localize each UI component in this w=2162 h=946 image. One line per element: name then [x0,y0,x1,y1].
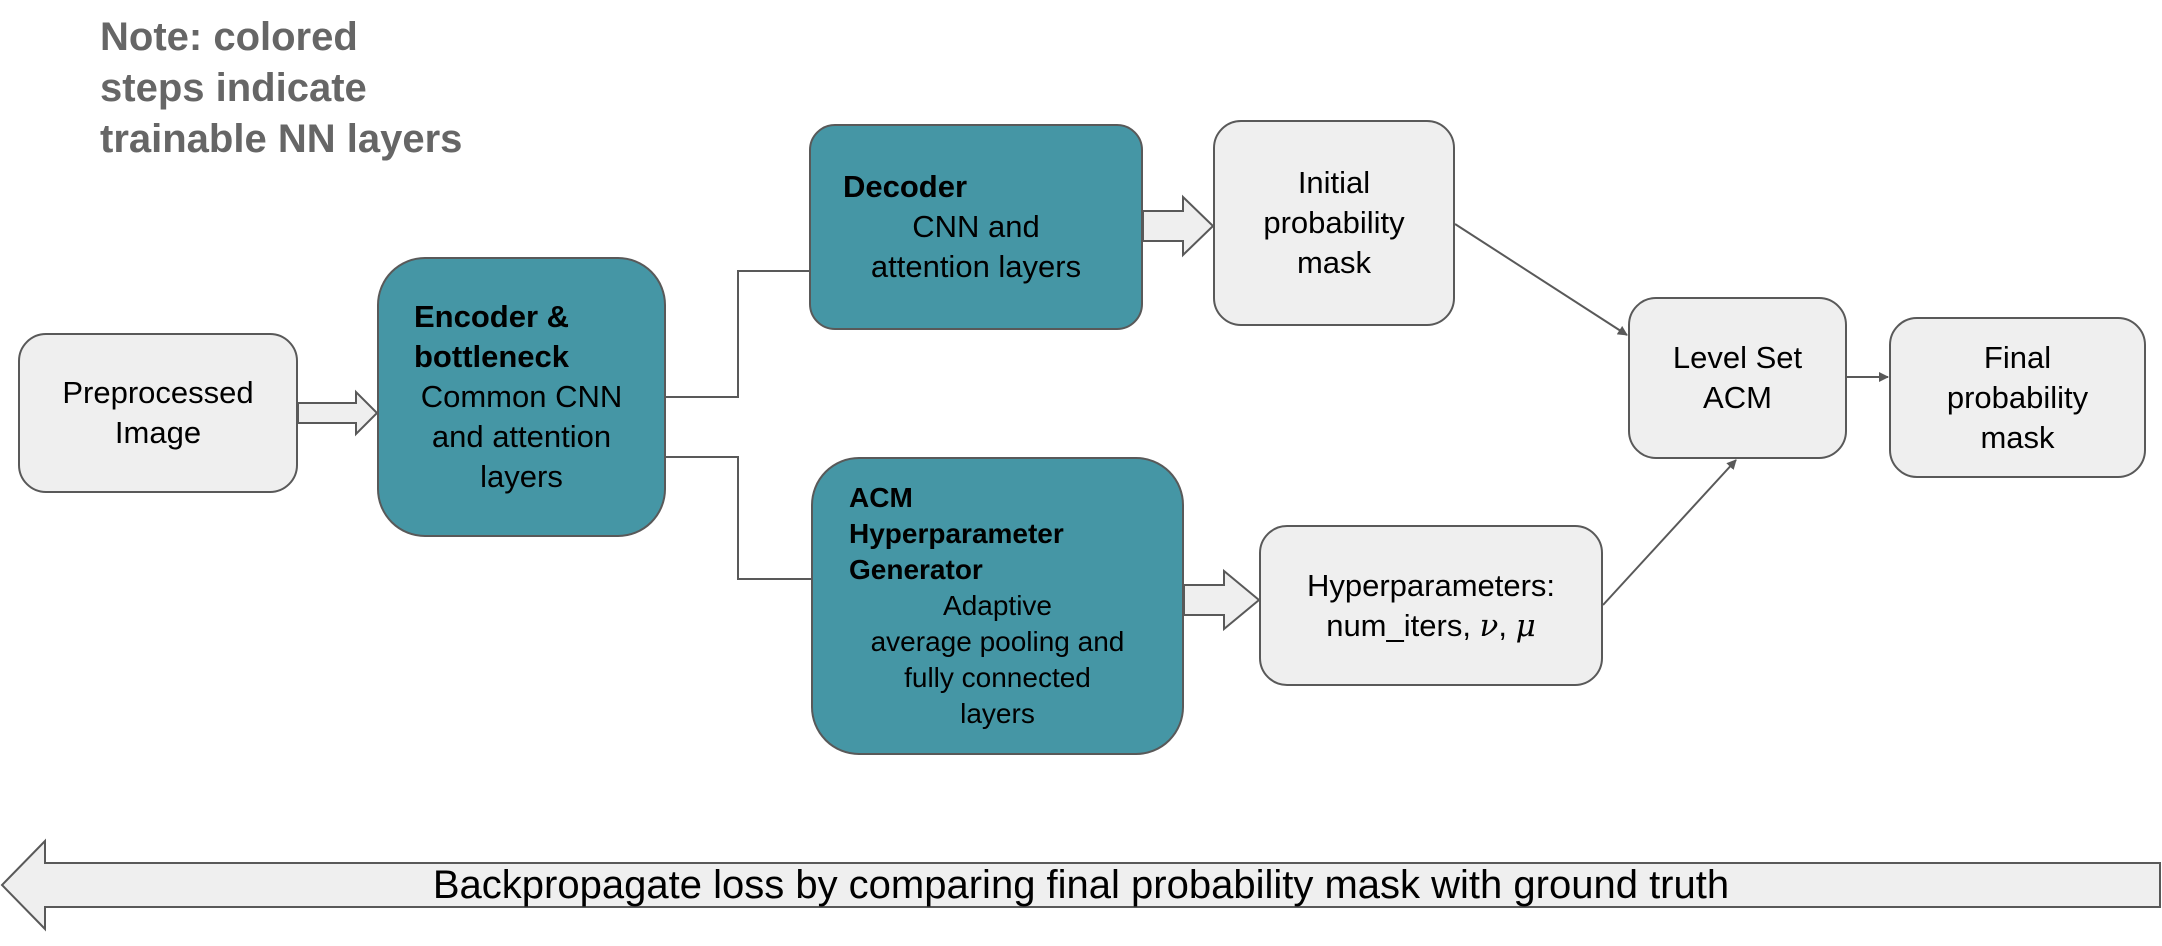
arrow-hyp-to-levelset [1602,459,1737,606]
note-line: Note: colored [100,15,358,59]
block-arrow-gen-to-hyp [1183,568,1261,632]
box-label: ACM [1703,380,1772,415]
box-title: Encoder & [414,299,570,334]
box-label: average pooling and [870,626,1125,657]
box-label: Adaptive [943,590,1052,621]
mu-symbol: μ [1515,607,1536,644]
box-label: probability [1263,205,1405,240]
param-sep: , [1498,607,1516,643]
box-label: probability [1946,379,2089,415]
acm-hyperparameter-generator-box: ACM Hyperparameter Generator Adaptive av… [811,457,1184,755]
box-label: layers [480,459,563,494]
preprocessed-image-box: Preprocessed Image [18,333,298,493]
level-set-acm-box: Level Set ACM [1628,297,1847,459]
box-title: bottleneck [414,339,570,374]
block-arrow-dec-to-init [1142,194,1215,258]
box-label: Preprocessed [62,375,254,410]
legend-note: Note: colored steps indicate trainable N… [100,12,462,165]
final-probability-mask-box: Final probability mask [1889,317,2146,478]
box-label: Initial [1297,165,1371,200]
box-label: attention layers [870,249,1082,284]
box-title: Decoder [843,169,968,204]
box-label-params: num_iters, ν, μ [1326,606,1536,646]
backprop-arrow [0,838,2161,932]
backprop-label: Backpropagate loss by comparing final pr… [432,863,1730,907]
connector-enc-to-decoder [666,270,809,398]
initial-probability-mask-box: Initial probability mask [1213,120,1455,326]
note-line: trainable NN layers [100,117,463,161]
box-label: Level Set [1672,340,1803,375]
connector-enc-to-generator [666,456,811,580]
block-arrow-pre-to-enc [297,389,379,437]
decoder-box: Decoder CNN and attention layers [809,124,1143,330]
box-label: Hyperparameters: [1306,567,1556,603]
arrow-init-to-levelset [1454,223,1628,336]
box-title: Hyperparameter [849,518,1064,549]
box-label: fully connected [904,662,1091,693]
box-label: and attention [431,419,612,454]
hyperparameters-box: Hyperparameters: num_iters, ν, μ [1259,525,1603,686]
encoder-bottleneck-box: Encoder & bottleneck Common CNN and atte… [377,257,666,537]
box-title: Generator [849,554,983,585]
param-prefix: num_iters, [1326,607,1480,643]
box-label: CNN and [912,209,1040,244]
box-title: ACM [849,482,913,513]
nu-symbol: ν [1479,607,1499,644]
box-label: Image [114,415,202,450]
box-label: Common CNN [420,379,623,414]
note-line: steps indicate [100,66,367,110]
box-label: layers [960,698,1035,729]
box-label: mask [1980,419,2055,455]
box-label: mask [1296,245,1372,280]
box-label: Final [1983,339,2052,375]
